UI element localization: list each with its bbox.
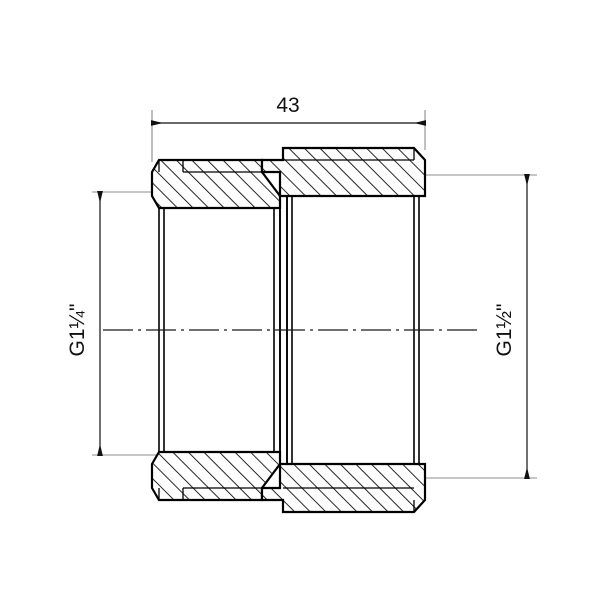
section-wall-upper-left [150, 158, 282, 210]
dimension-labels: 43 G1¼" G1½" [66, 94, 516, 356]
dim-left-thread-label: G1¼" [66, 304, 89, 357]
section-wall-upper-right [260, 146, 427, 198]
dim-length-label: 43 [276, 94, 299, 117]
dimension-lines [97, 120, 530, 479]
section-wall-lower-left [150, 450, 282, 502]
dim-right-thread-label: G1½" [493, 304, 516, 357]
extension-lines [92, 110, 537, 479]
